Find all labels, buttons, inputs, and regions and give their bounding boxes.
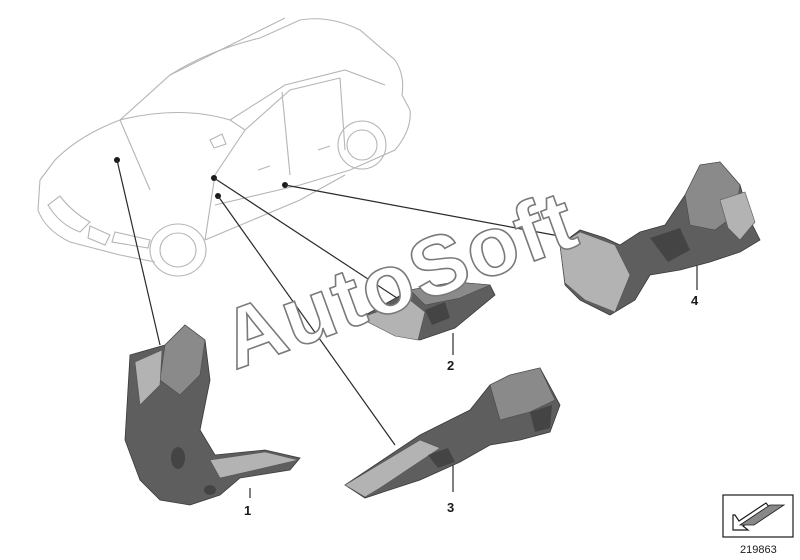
callout-3: 3 [447, 500, 454, 515]
part-1 [124, 324, 301, 506]
diagram-id: 219863 [740, 544, 777, 556]
callout-2: 2 [447, 358, 454, 373]
direction-arrow-icon [722, 494, 794, 538]
car-outline [37, 17, 411, 277]
part-4 [559, 161, 761, 316]
part-2 [359, 281, 496, 341]
watermark: AutoSoft [209, 172, 589, 387]
part-3 [344, 367, 561, 499]
callout-1: 1 [244, 503, 251, 518]
callout-4: 4 [691, 293, 699, 308]
leader-lines [114, 157, 698, 498]
